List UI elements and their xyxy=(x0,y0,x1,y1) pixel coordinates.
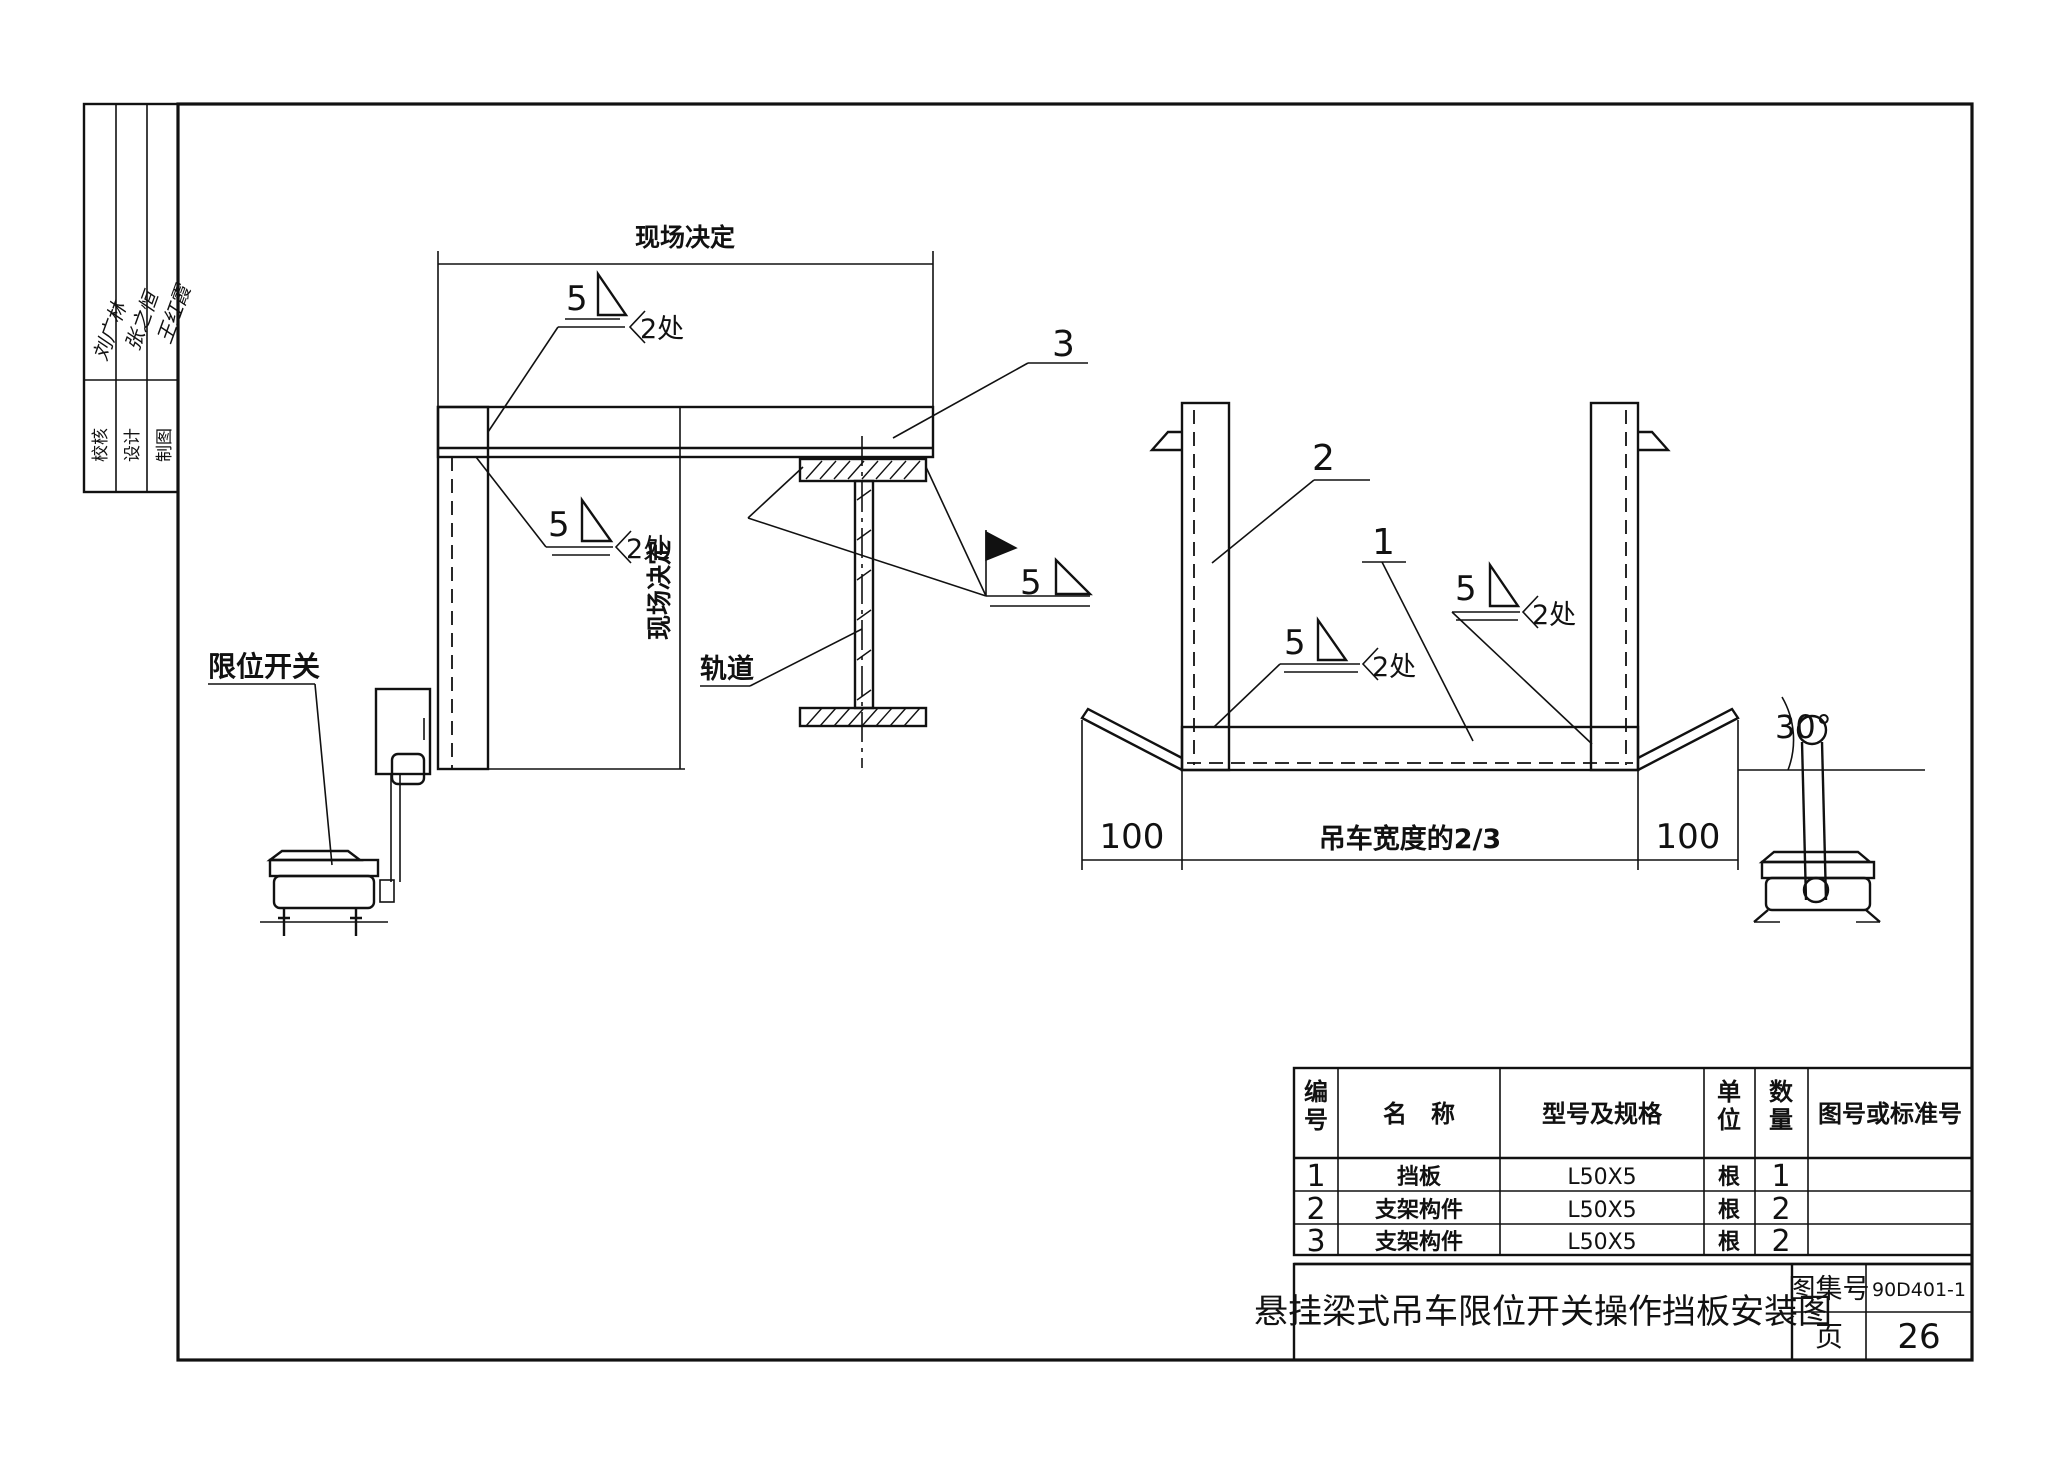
svg-text:限位开关: 限位开关 xyxy=(208,650,320,683)
svg-text:1: 1 xyxy=(1771,1159,1790,1194)
weld-count-upper: 2处 xyxy=(640,314,684,345)
vertical-dimension-label: 现场决定 xyxy=(645,540,674,640)
weld-symbol-upper: 5 2处 xyxy=(487,270,684,433)
weld-symbol-right-lower: 5 2处 xyxy=(1213,616,1416,728)
atlas-number: 90D401-1 xyxy=(1872,1279,1966,1301)
page-label: 页 xyxy=(1815,1320,1843,1353)
bom-table: 编号 名 称 型号及规格 单位 数量 图号或标准号 1 挡板 L50X5 根 1… xyxy=(1292,1066,1974,1259)
svg-text:支架构件: 支架构件 xyxy=(1375,1229,1463,1255)
rail-label: 轨道 xyxy=(700,628,863,687)
part-callout-1: 1 xyxy=(1362,522,1474,742)
svg-text:根: 根 xyxy=(1718,1230,1740,1255)
svg-text:3: 3 xyxy=(1306,1224,1325,1259)
bom-header-unit: 单位 xyxy=(1717,1078,1741,1134)
support-post-right xyxy=(1589,401,1640,772)
svg-text:张之恒: 张之恒 xyxy=(120,286,164,353)
svg-text:王红霞: 王红霞 xyxy=(152,280,196,346)
svg-text:L50X5: L50X5 xyxy=(1567,1165,1636,1190)
bom-row: 2 支架构件 L50X5 根 2 xyxy=(1306,1192,1790,1227)
title-block: 悬挂梁式吊车限位开关操作挡板安装图 图集号 90D401-1 页 26 xyxy=(1254,1262,1974,1362)
drawing-frame xyxy=(176,102,1974,1362)
svg-text:2: 2 xyxy=(1771,1224,1790,1259)
svg-text:1: 1 xyxy=(1372,522,1395,563)
role-design: 设计 xyxy=(123,428,143,462)
role-check: 校核 xyxy=(91,428,111,462)
drawing-title: 悬挂梁式吊车限位开关操作挡板安装图 xyxy=(1254,1292,1832,1332)
svg-text:1: 1 xyxy=(1306,1159,1325,1194)
weld-symbol-lower: 5 2处 xyxy=(475,456,670,565)
signature-3: 王红霞 xyxy=(152,280,196,346)
baffle-end-right xyxy=(1637,707,1740,772)
role-draw: 制图 xyxy=(155,428,175,462)
weld-count-right-upper: 2处 xyxy=(1532,600,1576,631)
weld-count-right-lower: 2处 xyxy=(1372,652,1416,683)
bom-row: 3 支架构件 L50X5 根 2 xyxy=(1306,1224,1790,1259)
support-post-left xyxy=(1180,401,1231,772)
part-callout-3: 3 xyxy=(892,324,1088,439)
bom-row: 1 挡板 L50X5 根 1 xyxy=(1306,1159,1790,1194)
svg-text:2: 2 xyxy=(1312,438,1335,479)
bom-header-ref: 图号或标准号 xyxy=(1818,1100,1962,1128)
svg-text:2: 2 xyxy=(1771,1192,1790,1227)
svg-text:轨道: 轨道 xyxy=(700,653,754,685)
weld-size-right-upper: 5 xyxy=(1455,569,1477,609)
svg-text:根: 根 xyxy=(1718,1198,1740,1223)
approval-block: 校核 设计 制图 刘广林 张之恒 王红霞 xyxy=(82,102,196,494)
bom-header-name: 名 称 xyxy=(1383,1100,1455,1128)
signature-2: 张之恒 xyxy=(120,286,164,353)
weld-size-right-lower: 5 xyxy=(1284,623,1306,663)
dim-left-100: 100 xyxy=(1100,817,1165,857)
dim-right-100: 100 xyxy=(1656,817,1721,857)
weld-size-lower: 5 xyxy=(548,505,570,545)
bom-header-spec: 型号及规格 xyxy=(1542,1100,1663,1128)
bracket-leg xyxy=(436,405,490,771)
page-number: 26 xyxy=(1897,1317,1940,1357)
svg-text:L50X5: L50X5 xyxy=(1567,1230,1636,1255)
bom-header-no: 编号 xyxy=(1304,1078,1328,1134)
top-dimension-label: 现场决定 xyxy=(635,223,735,252)
weld-size-upper: 5 xyxy=(566,279,588,319)
roller-limit-switch xyxy=(1753,714,1881,923)
bom-header-qty: 数量 xyxy=(1769,1078,1794,1134)
weld-count-lower: 2处 xyxy=(626,534,670,565)
svg-text:支架构件: 支架构件 xyxy=(1375,1197,1463,1223)
svg-text:2: 2 xyxy=(1306,1192,1325,1227)
atlas-label: 图集号 xyxy=(1789,1274,1870,1305)
part-callout-2: 2 xyxy=(1211,438,1370,564)
weld-size-rail: 5 xyxy=(1020,563,1042,603)
svg-text:L50X5: L50X5 xyxy=(1567,1198,1636,1223)
right-view: 100 吊车宽度的2/3 100 30° 2 xyxy=(1080,401,1925,923)
weld-symbol-right-upper: 5 2处 xyxy=(1451,561,1593,745)
svg-text:根: 根 xyxy=(1718,1165,1740,1190)
svg-text:挡板: 挡板 xyxy=(1397,1165,1442,1190)
rail-ibeam xyxy=(798,436,928,768)
left-view: 现场决定 现场决定 xyxy=(208,223,1093,936)
baffle-end-left xyxy=(1080,707,1183,772)
svg-text:3: 3 xyxy=(1052,324,1075,365)
baffle-plate xyxy=(1180,725,1640,772)
bracket-beam xyxy=(436,405,935,459)
limit-switch: 限位开关 xyxy=(208,650,432,936)
weld-symbol-rail: 5 xyxy=(747,466,1093,607)
dim-crane-width: 吊车宽度的2/3 xyxy=(1319,823,1501,855)
